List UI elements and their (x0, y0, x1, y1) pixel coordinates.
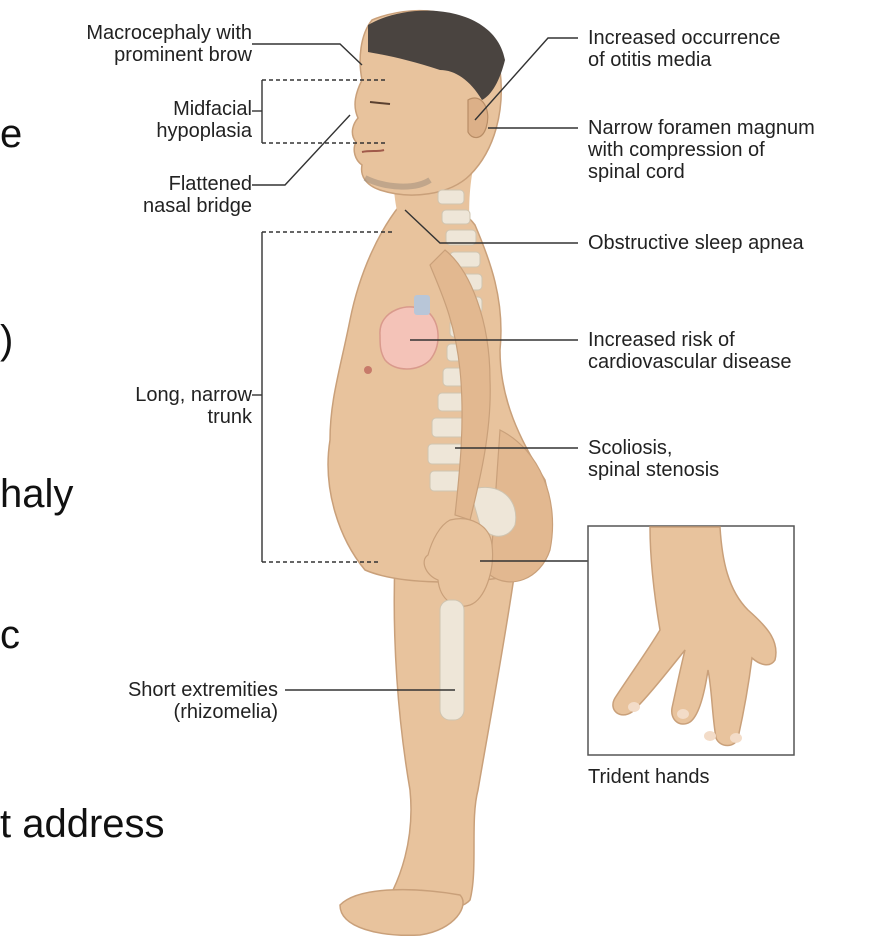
navel (364, 366, 372, 374)
femur (440, 600, 464, 720)
trident-hand-inset (588, 526, 794, 755)
human-figure (328, 11, 552, 936)
fingernail (628, 702, 640, 712)
label-short-extremities: Short extremities(rhizomelia) (128, 679, 278, 723)
label-scoliosis: Scoliosis,spinal stenosis (588, 437, 719, 481)
leader-macrocephaly (252, 44, 362, 65)
leader-nasal (252, 115, 350, 185)
fingernail (730, 733, 742, 743)
inset-caption: Trident hands (588, 766, 710, 788)
great-vessel (414, 295, 430, 315)
heart (380, 307, 438, 369)
fingernail (677, 709, 689, 719)
foot (340, 890, 463, 936)
fingernail (704, 731, 716, 741)
ear (468, 98, 488, 138)
label-obstructive-sleep-apnea: Obstructive sleep apnea (588, 232, 804, 254)
